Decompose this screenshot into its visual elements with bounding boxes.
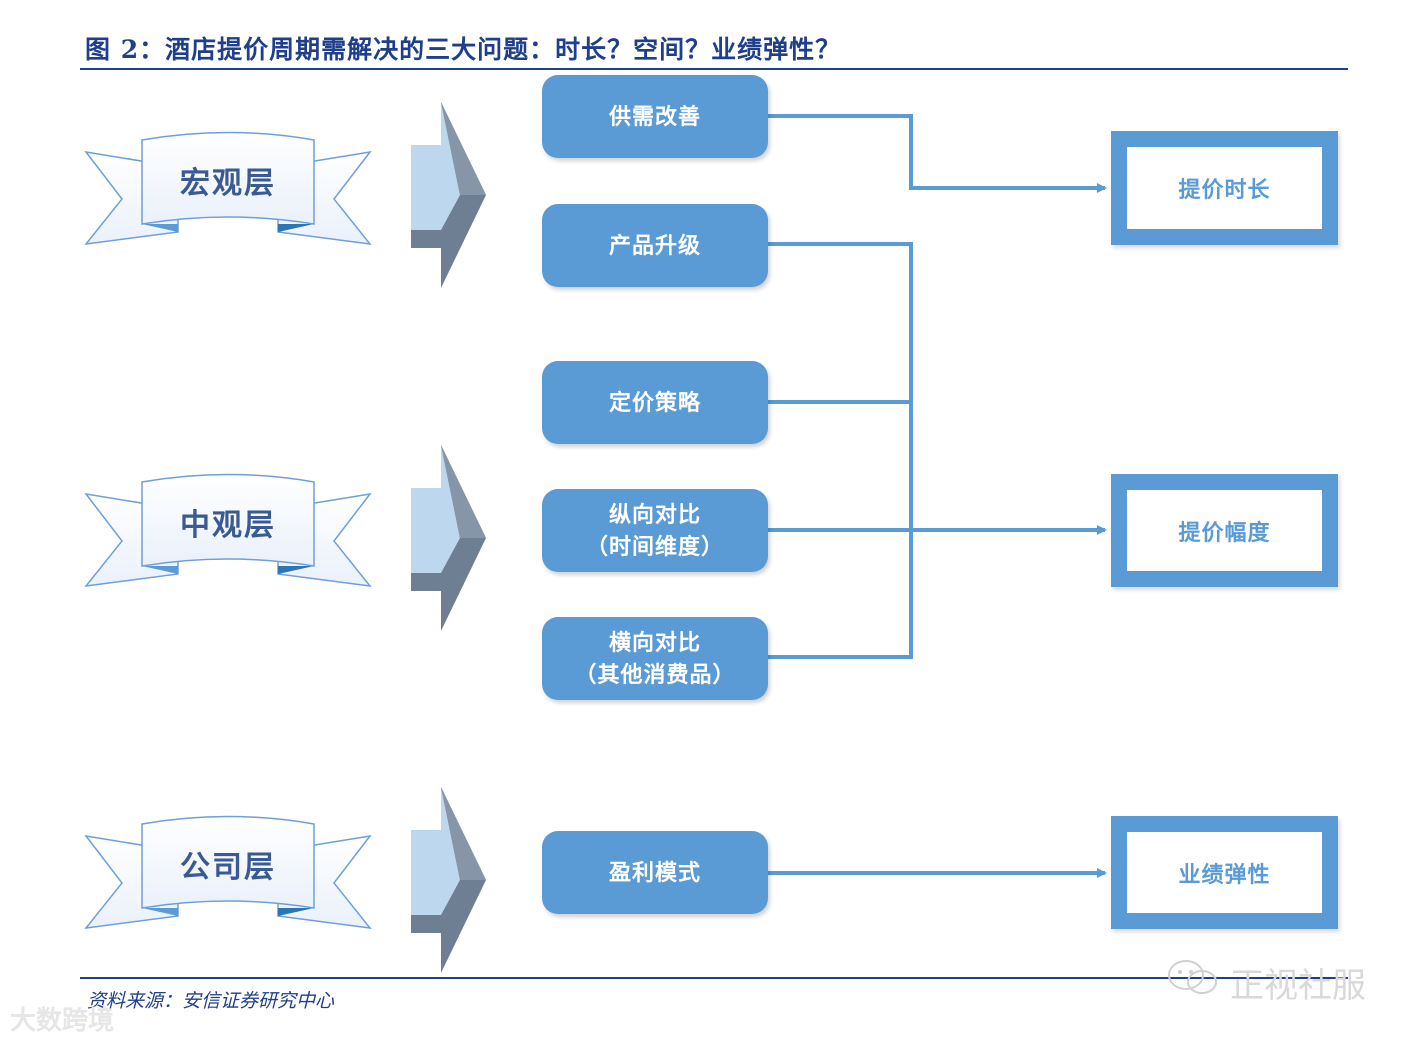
level-label-macro: 宏观层 (180, 166, 276, 201)
factor-vertical-comparison: 纵向对比 （时间维度） (542, 489, 768, 572)
chevron-arrow-meso (411, 445, 486, 631)
factor-pricing-strategy-text: 定价策略 (608, 389, 701, 416)
result-price-duration: 提价时长 (1111, 131, 1338, 245)
factor-product-upgrade: 产品升级 (542, 204, 768, 287)
source-note: 资料来源：安信证券研究中心 (87, 990, 335, 1012)
factor-profit-model-text: 盈利模式 (608, 859, 701, 886)
connector-supply-to-duration (768, 114, 1107, 193)
figure-title: 图 2：酒店提价周期需解决的三大问题：时长？空间？业绩弹性？ (85, 35, 842, 64)
footer-rule (80, 977, 1348, 979)
factor-horizontal-comparison: 横向对比 （其他消费品） (542, 617, 768, 700)
factor-vertical-line1: 纵向对比 (608, 501, 701, 528)
watermark-right: 正视社服 (1230, 966, 1366, 1006)
factor-horizontal-line2: （其他消费品） (574, 661, 736, 688)
ribbon-banner-meso (84, 473, 372, 587)
result-price-magnitude: 提价幅度 (1111, 474, 1338, 587)
chevron-arrow-company (411, 787, 486, 973)
factor-supply-demand: 供需改善 (542, 75, 768, 158)
ribbon-banner-company (84, 815, 372, 929)
level-label-company: 公司层 (180, 850, 276, 885)
level-label-meso: 中观层 (180, 508, 276, 543)
ribbon-banner-macro (84, 131, 372, 245)
chevron-arrow-macro (411, 102, 486, 288)
factor-product-upgrade-text: 产品升级 (608, 232, 701, 259)
connector-product-upgrade (768, 242, 913, 659)
factor-vertical-line2: （时间维度） (585, 533, 724, 560)
watermark-left: 大数跨境 (10, 1006, 115, 1036)
factor-supply-demand-text: 供需改善 (608, 103, 701, 130)
title-rule (80, 68, 1348, 70)
factor-pricing-strategy: 定价策略 (542, 361, 768, 444)
factor-profit-model: 盈利模式 (542, 831, 768, 914)
wechat-icon (1168, 960, 1217, 994)
factor-horizontal-line1: 横向对比 (608, 629, 701, 656)
result-earnings-elasticity: 业绩弹性 (1111, 816, 1338, 929)
